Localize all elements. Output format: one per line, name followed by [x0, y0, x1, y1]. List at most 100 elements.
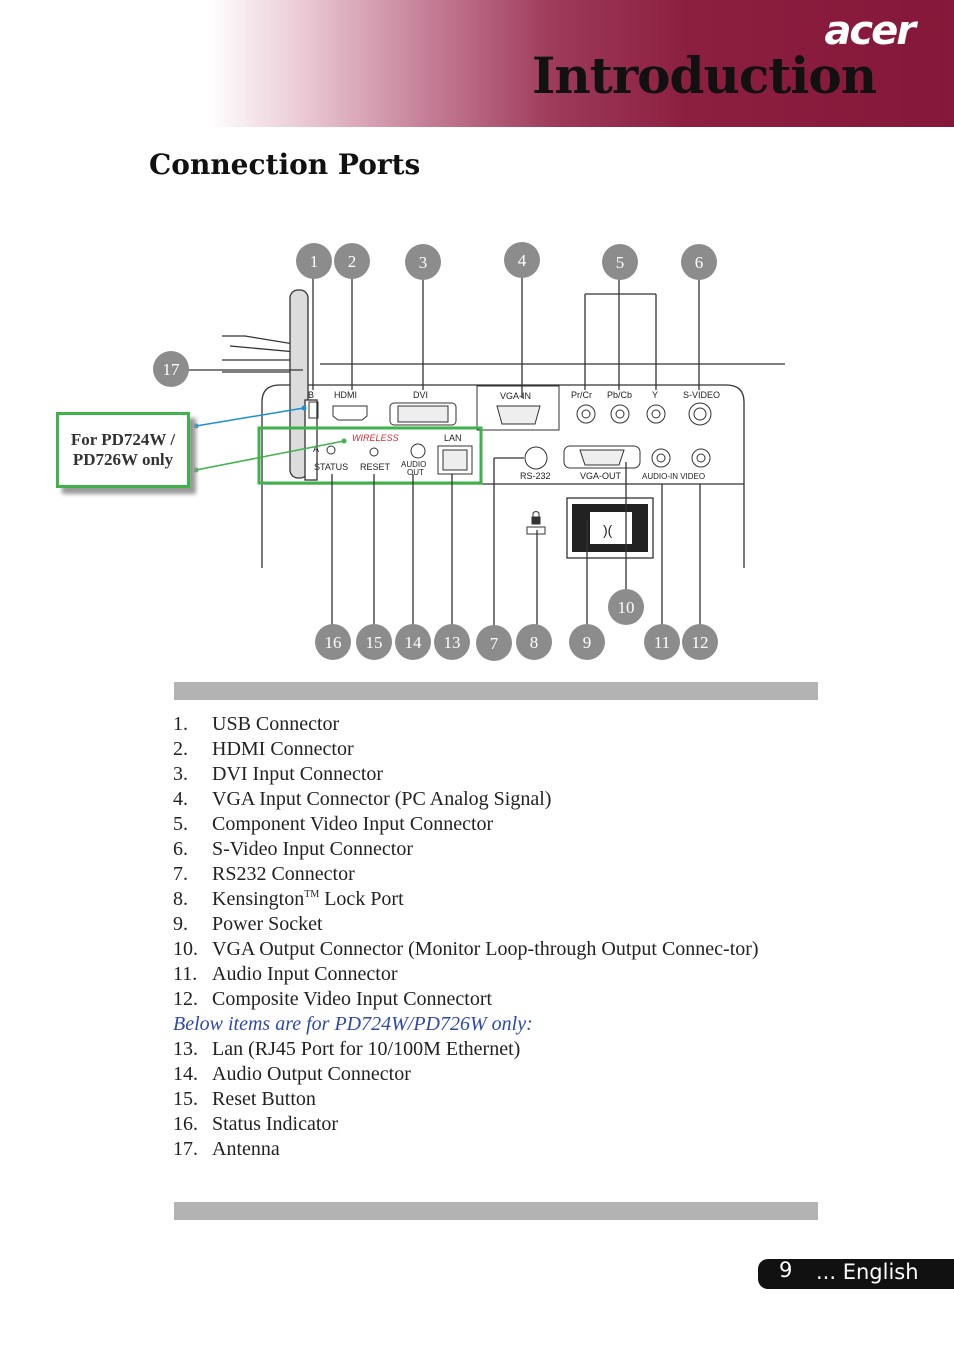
badge-12-label: 12: [692, 633, 709, 652]
badge-7: [476, 625, 512, 661]
power-socket-shape: [566, 497, 654, 559]
audio-out-label-1: AUDIO: [401, 460, 426, 469]
section-title: Connection Ports: [149, 148, 421, 181]
lock-icon: [526, 511, 546, 535]
badge-17: [153, 351, 189, 387]
s-video-label: S-VIDEO: [683, 390, 720, 400]
model-note: Below items are for PD724W/PD726W only:: [173, 1013, 533, 1035]
badge-4: [504, 242, 540, 278]
leader-lines: [188, 276, 701, 626]
page-language: ... English: [816, 1260, 919, 1284]
callout-line-blue: [195, 407, 305, 427]
badge-17-label: 17: [163, 360, 181, 379]
list-item: 10.VGA Output Connector (Monitor Loop-th…: [173, 938, 759, 960]
callout-line-2: PD726W only: [72, 450, 174, 469]
dvi-port-shape: [389, 402, 457, 426]
status-a-label: A: [313, 444, 319, 454]
wireless-label: WIRELESS: [352, 433, 399, 443]
usb-label: B: [308, 390, 314, 400]
badge-4-label: 4: [518, 251, 527, 270]
divider-bar-top: [174, 682, 818, 700]
pr-cr-label: Pr/Cr: [571, 390, 592, 400]
badge-13: [434, 624, 470, 660]
rs232-port-shape: [524, 446, 548, 470]
list-item: 11.Audio Input Connector: [173, 963, 398, 985]
page-header: acer Introduction: [0, 0, 954, 127]
number-badges: [153, 242, 718, 661]
badge-2: [334, 243, 370, 279]
badge-6: [681, 244, 717, 280]
badge-12: [682, 624, 718, 660]
badge-2-label: 2: [348, 252, 357, 271]
badge-8-label: 8: [530, 633, 539, 652]
status-label: STATUS: [314, 462, 348, 472]
audio-out-label-2: OUT: [407, 468, 424, 477]
dvi-label: DVI: [413, 390, 428, 400]
list-item: 1.USB Connector: [173, 713, 340, 735]
badge-13-label: 13: [444, 633, 461, 652]
vga-out-port-shape: [563, 445, 641, 469]
list-item: 6.S-Video Input Connector: [173, 838, 413, 860]
acer-logo: acer: [824, 8, 916, 54]
list-item: 8.KensingtonTM Lock Port: [173, 888, 404, 910]
model-callout: For PD724W / PD726W only: [56, 412, 190, 488]
audio-in-video-label: AUDIO-IN VIDEO: [642, 472, 705, 481]
badge-16: [315, 624, 351, 660]
badge-7-label: 7: [490, 634, 499, 653]
lan-label: LAN: [444, 433, 462, 443]
badge-15-label: 15: [366, 633, 383, 652]
usb-port-shape: [308, 401, 319, 419]
y-label: Y: [652, 390, 658, 400]
list-item: 3.DVI Input Connector: [173, 763, 384, 785]
badge-5: [602, 244, 638, 280]
wireless-module-frame: [257, 426, 483, 485]
connection-ports-list: 1.USB Connector 2.HDMI Connector 3.DVI I…: [173, 712, 833, 1162]
badge-1-label: 1: [310, 252, 319, 271]
badge-5-label: 5: [616, 253, 625, 272]
callout-line-green: [195, 440, 345, 471]
badge-6-label: 6: [695, 253, 704, 272]
badge-10-label: 10: [618, 598, 635, 617]
vga-in-frame: [476, 385, 560, 431]
list-item: 12.Composite Video Input Connectort: [173, 988, 493, 1010]
vga-in-port-shape: [496, 405, 541, 425]
list-item: 4.VGA Input Connector (PC Analog Signal): [173, 788, 552, 810]
page-number: 9: [779, 1258, 793, 1282]
svg-text:)(: )(: [603, 522, 613, 538]
badge-16-label: 16: [325, 633, 342, 652]
divider-bar-bottom: [174, 1202, 818, 1220]
badge-9-label: 9: [583, 633, 592, 652]
badge-15: [356, 624, 392, 660]
hdmi-label: HDMI: [334, 390, 357, 400]
vga-in-label: VGA-IN: [500, 391, 531, 401]
list-item: 2.HDMI Connector: [173, 738, 354, 760]
badge-3: [405, 244, 441, 280]
list-item: 17.Antenna: [173, 1138, 280, 1160]
badge-9: [569, 624, 605, 660]
list-item: 14.Audio Output Connector: [173, 1063, 411, 1085]
trademark: TM: [304, 889, 320, 900]
badge-1: [296, 243, 332, 279]
list-item: 16.Status Indicator: [173, 1113, 339, 1135]
callout-line-1: For PD724W /: [70, 430, 176, 449]
rs232-label: RS-232: [520, 471, 551, 481]
connection-ports-diagram: B HDMI DVI VGA-IN Pr/Cr Pb/Cb Y S-VIDEO …: [153, 242, 785, 661]
badge-3-label: 3: [419, 253, 428, 272]
antenna-shape: [289, 289, 318, 481]
badge-14: [395, 624, 431, 660]
list-item: 13.Lan (RJ45 Port for 10/100M Ethernet): [173, 1038, 521, 1060]
pb-cb-label: Pb/Cb: [607, 390, 632, 400]
list-item: 7.RS232 Connector: [173, 863, 355, 885]
badge-10: [608, 589, 644, 625]
page-footer-tab: 9 ... English: [758, 1258, 954, 1289]
vga-out-label: VGA-OUT: [580, 471, 622, 481]
page-title: Introduction: [532, 46, 877, 105]
badge-8: [516, 624, 552, 660]
list-item: 9.Power Socket: [173, 913, 323, 935]
lan-port-shape: [437, 445, 473, 475]
hdmi-port-shape: [332, 405, 368, 421]
badge-14-label: 14: [405, 633, 423, 652]
badge-11-label: 11: [654, 633, 670, 652]
badge-11: [644, 624, 680, 660]
list-item: 5.Component Video Input Connector: [173, 813, 494, 835]
